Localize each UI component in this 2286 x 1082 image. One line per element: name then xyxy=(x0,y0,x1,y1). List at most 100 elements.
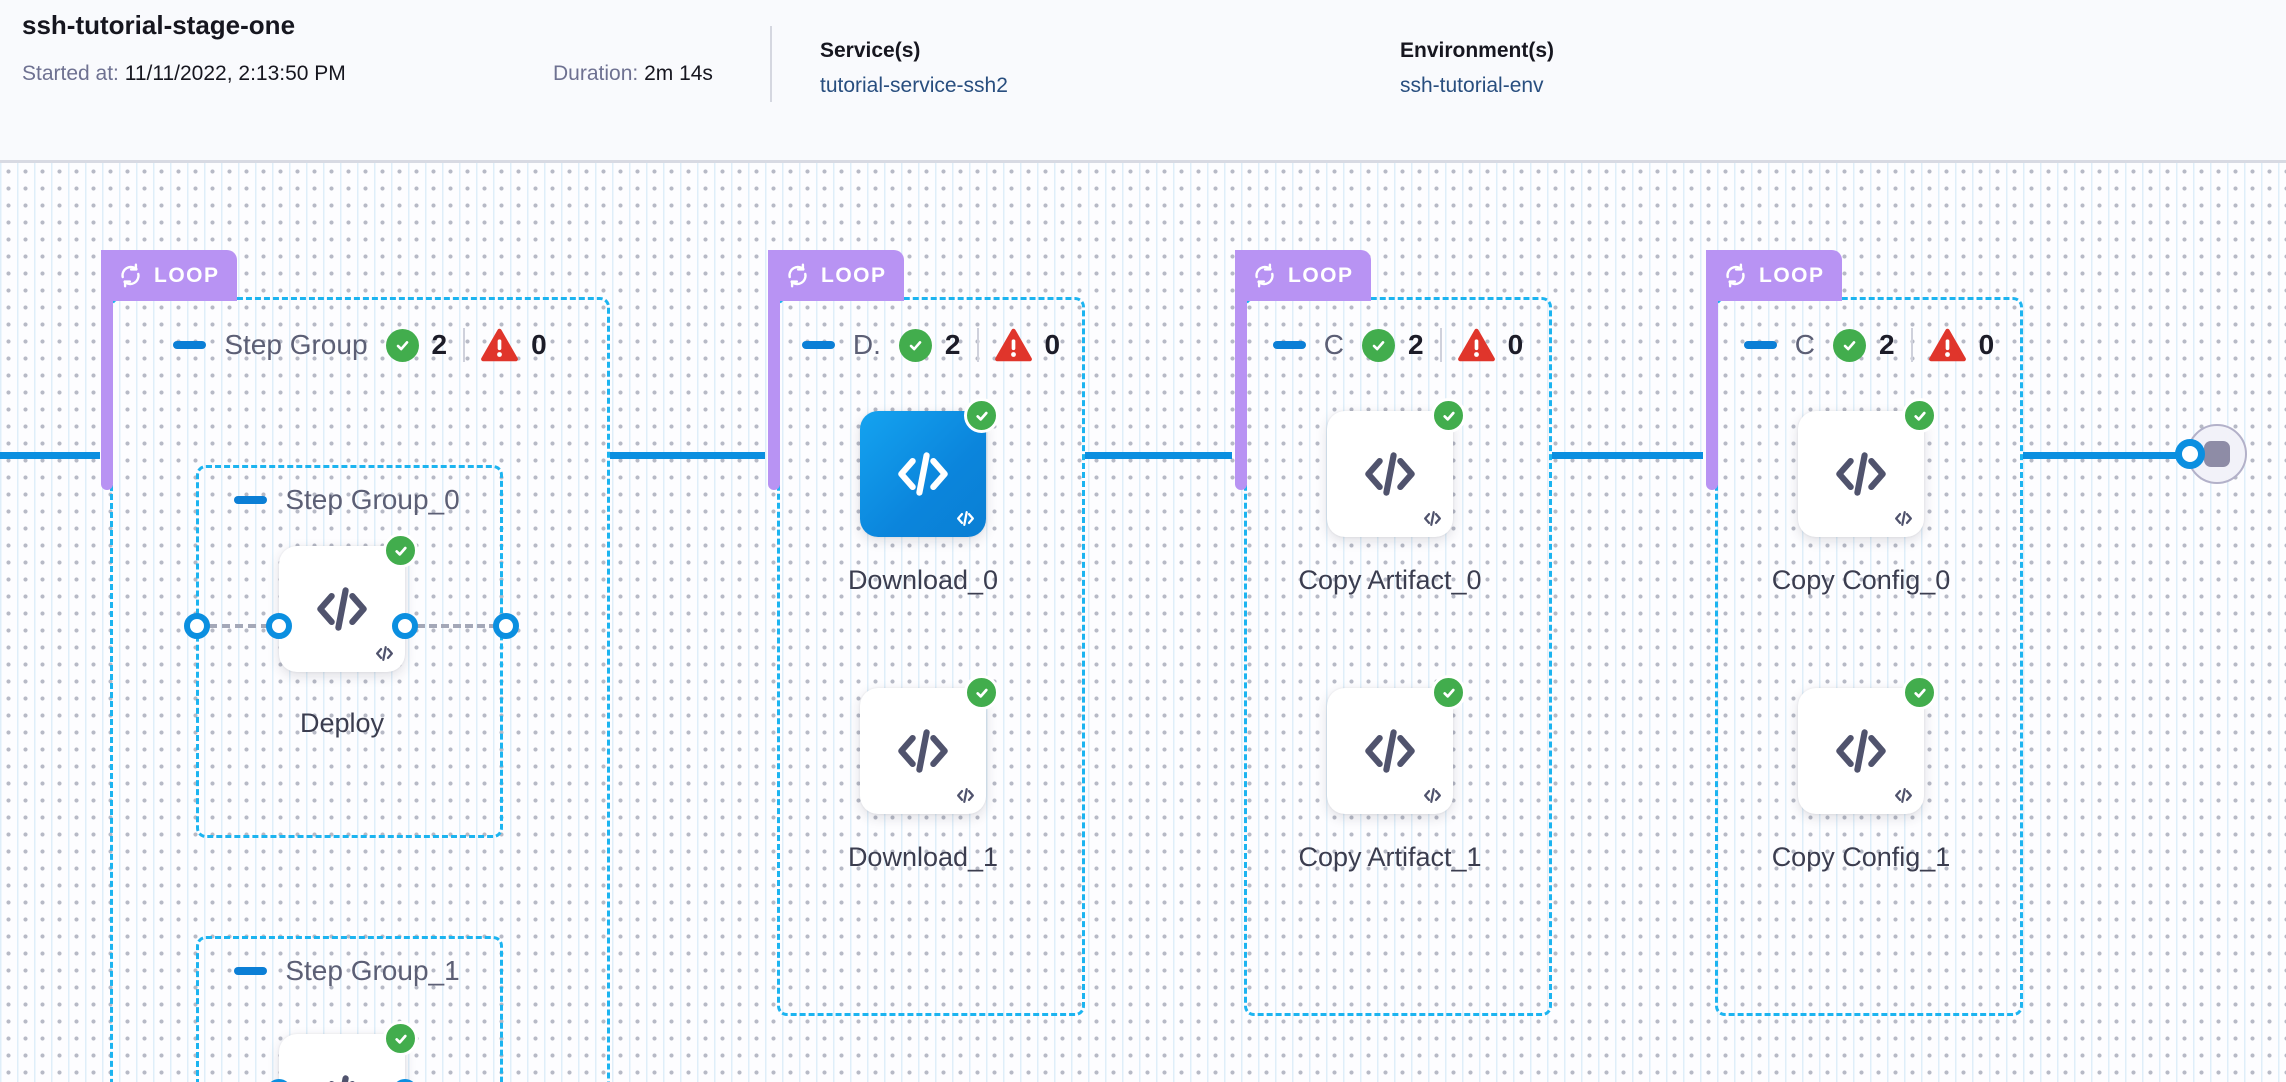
group-name: Step Group xyxy=(224,329,368,360)
step-node[interactable] xyxy=(1327,398,1466,537)
loop-badge[interactable]: LOOP xyxy=(101,250,237,301)
connector-dot[interactable] xyxy=(266,613,292,639)
loop-badge-label: LOOP xyxy=(1288,263,1354,287)
success-badge xyxy=(1431,675,1466,710)
stage-title: ssh-tutorial-stage-one xyxy=(22,10,296,40)
connector-dot[interactable] xyxy=(493,613,519,639)
step-node[interactable] xyxy=(860,675,999,814)
success-check-icon xyxy=(385,328,419,362)
step-node[interactable] xyxy=(1327,675,1466,814)
loop-badge-label: LOOP xyxy=(821,263,887,287)
loop-ribbon xyxy=(768,250,780,490)
success-count: 2 xyxy=(1408,329,1424,360)
success-badge xyxy=(1902,398,1937,433)
stop-icon xyxy=(2204,441,2230,467)
code-icon xyxy=(1365,452,1415,496)
badge-divider xyxy=(976,328,979,362)
collapse-icon[interactable] xyxy=(173,341,207,349)
duration-label: Duration: xyxy=(553,62,639,85)
environment-link[interactable]: ssh-tutorial-env xyxy=(1400,74,1544,97)
loop-icon xyxy=(1255,263,1274,288)
code-icon xyxy=(1836,452,1886,496)
step-label: Copy Config_0 xyxy=(1771,565,1951,595)
connector-dot[interactable] xyxy=(184,613,210,639)
step-node[interactable] xyxy=(1798,398,1937,537)
step-label: Deploy xyxy=(299,708,385,738)
execution-line xyxy=(1552,452,1703,459)
loop-badge[interactable]: LOOP xyxy=(1706,250,1842,301)
started-at: Started at: 11/11/2022, 2:13:50 PM xyxy=(22,62,346,86)
group-name: C xyxy=(1323,329,1345,360)
service-link[interactable]: tutorial-service-ssh2 xyxy=(820,74,1008,97)
step-node[interactable] xyxy=(1798,675,1937,814)
code-icon-small xyxy=(1895,511,1912,526)
success-count: 2 xyxy=(1879,329,1895,360)
duration-value: 2m 14s xyxy=(644,62,713,85)
loop-ribbon xyxy=(1706,250,1718,490)
step-label: Download_1 xyxy=(847,842,999,872)
environments-label: Environment(s) xyxy=(1400,39,1555,62)
step-node[interactable] xyxy=(279,533,418,672)
code-icon xyxy=(1836,729,1886,773)
badge-divider xyxy=(463,328,466,362)
code-icon xyxy=(1365,729,1415,773)
step-group-container[interactable]: LOOP C 2 0 Copy Config_0 Copy Config_1 xyxy=(1706,250,2023,1016)
connector-dashed-line xyxy=(209,624,269,628)
code-icon xyxy=(317,587,367,631)
group-name: C xyxy=(1794,329,1816,360)
code-icon-small xyxy=(1424,788,1441,803)
step-node[interactable] xyxy=(860,398,999,537)
warning-icon xyxy=(481,328,519,362)
collapse-icon[interactable] xyxy=(234,496,268,504)
step-label: Copy Config_1 xyxy=(1771,842,1951,872)
success-count: 2 xyxy=(944,329,961,360)
collapse-icon[interactable] xyxy=(234,967,268,975)
loop-badge[interactable]: LOOP xyxy=(1235,250,1371,301)
started-at-label: Started at: xyxy=(22,62,119,85)
collapse-icon[interactable] xyxy=(1743,341,1777,349)
step-node[interactable] xyxy=(279,1021,418,1082)
loop-ribbon xyxy=(101,250,113,490)
collapse-icon[interactable] xyxy=(1272,341,1306,349)
end-connector-ring[interactable] xyxy=(2175,439,2205,469)
duration: Duration: 2m 14s xyxy=(553,62,713,86)
connector-dashed-line xyxy=(417,624,497,628)
step-group-container[interactable]: Step Group_0 Deploy xyxy=(184,465,519,838)
step-label: Copy Artifact_0 xyxy=(1298,565,1482,595)
success-badge xyxy=(964,398,999,433)
connector-dot[interactable] xyxy=(392,613,418,639)
loop-badge[interactable]: LOOP xyxy=(768,250,904,301)
warning-icon xyxy=(1928,328,1966,362)
success-badge xyxy=(1431,398,1466,433)
execution-line xyxy=(2023,452,2177,459)
step-group-container[interactable]: LOOP D. 2 0 Download_0 Download_1 xyxy=(768,250,1085,1016)
execution-line xyxy=(610,452,765,459)
failed-count: 0 xyxy=(1044,329,1061,360)
started-at-value: 11/11/2022, 2:13:50 PM xyxy=(124,62,346,85)
execution-header: ssh-tutorial-stage-one Started at: 11/11… xyxy=(0,0,2286,163)
code-icon-small xyxy=(1424,511,1441,526)
step-label: Copy Artifact_1 xyxy=(1298,842,1482,872)
step-group-container[interactable]: LOOP Step Group 2 0 Step Group_0 xyxy=(101,250,610,1082)
badge-divider xyxy=(1439,328,1442,362)
success-badge xyxy=(383,1021,418,1056)
failed-count: 0 xyxy=(531,329,547,360)
success-badge xyxy=(383,533,418,568)
success-check-icon xyxy=(898,328,932,362)
collapse-icon[interactable] xyxy=(801,341,835,349)
step-group-container[interactable]: Step Group_1 xyxy=(196,936,503,1082)
group-name: Step Group_1 xyxy=(285,955,460,986)
pipeline-canvas[interactable]: LOOP Step Group 2 0 Step Group_0 xyxy=(0,163,2286,1082)
execution-line xyxy=(1085,452,1232,459)
services-block: Service(s) tutorial-service-ssh2 xyxy=(820,38,1008,98)
badge-divider xyxy=(1910,328,1913,362)
step-group-container[interactable]: LOOP C 2 0 Copy Artifact_0 Copy Artifact… xyxy=(1235,250,1552,1016)
code-icon-small xyxy=(957,511,974,526)
code-icon xyxy=(329,1075,355,1082)
group-name: Step Group_0 xyxy=(285,484,460,515)
code-icon xyxy=(898,452,948,496)
loop-icon xyxy=(121,263,140,288)
loop-badge-label: LOOP xyxy=(1759,263,1825,287)
code-icon-small xyxy=(957,788,974,803)
services-label: Service(s) xyxy=(820,39,921,62)
